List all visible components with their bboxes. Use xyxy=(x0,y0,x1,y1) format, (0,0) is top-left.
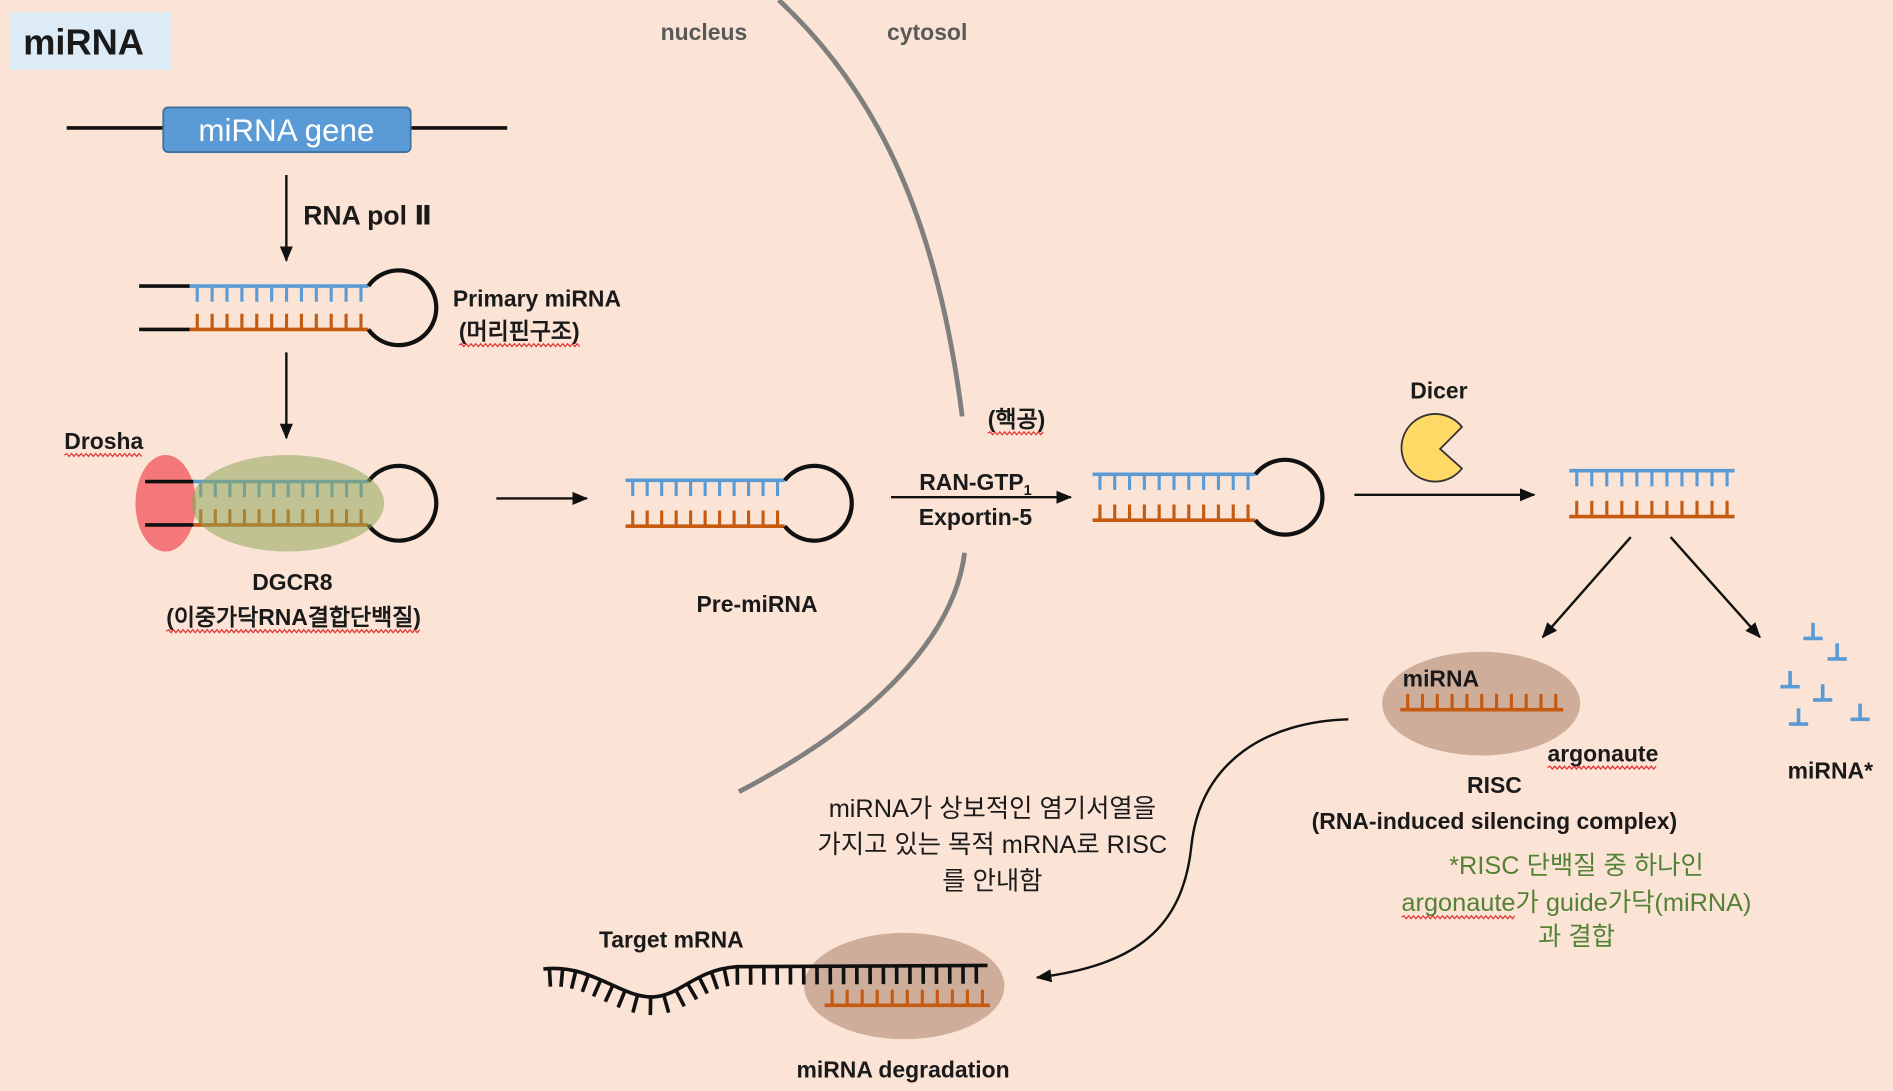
guidance-note-line2: 가지고 있는 목적 mRNA로 RISC xyxy=(818,831,1168,859)
dgcr8-protein xyxy=(191,454,385,552)
passenger-fragment xyxy=(1850,703,1870,722)
argonaute-note-term: argonaute xyxy=(1401,889,1515,917)
dgcr8-label: DGCR8 xyxy=(252,569,332,595)
degradation-label: miRNA degradation xyxy=(796,1057,1009,1083)
risc-mirna-label: miRNA xyxy=(1403,666,1479,692)
spellcheck-underline xyxy=(1401,914,1516,920)
nuclear-membrane-lower xyxy=(737,552,967,794)
passenger-strand-label: miRNA* xyxy=(1788,757,1873,783)
nuclear-pore-label: (핵공) xyxy=(988,406,1045,432)
primary-mirna-note: (머리핀구조) xyxy=(459,318,580,344)
target-mrna-base xyxy=(631,994,640,1014)
guidance-note-line3: 를 안내함 xyxy=(942,867,1042,895)
target-bound-guide-strand xyxy=(824,989,990,1008)
target-mrna-base xyxy=(559,968,565,988)
argonaute-note-rest: 가 guide가닥(miRNA) xyxy=(1516,889,1752,917)
rna-pol-label: RNA pol Ⅱ xyxy=(303,200,432,230)
ran-gtp-label: RAN-GTP1 xyxy=(919,469,1031,499)
pre-mirna-nucleus xyxy=(625,463,854,543)
spellcheck-underline xyxy=(63,452,142,458)
target-mrna-base xyxy=(603,984,615,1003)
dgcr8-note: (이중가닥RNA결합단백질) xyxy=(166,604,421,630)
spellcheck-underlines xyxy=(63,342,1657,920)
target-mrna-base xyxy=(709,971,720,990)
spellcheck-underline xyxy=(165,628,421,634)
risc-guide-strand xyxy=(1400,693,1564,712)
risc-full-name: (RNA-induced silencing complex) xyxy=(1312,808,1678,834)
dicer-label: Dicer xyxy=(1410,377,1467,403)
target-mrna-base xyxy=(547,968,553,987)
drosha-label: Drosha xyxy=(64,428,143,454)
argonaute-label: argonaute xyxy=(1548,741,1659,767)
pre-mirna-cytosol xyxy=(1092,457,1325,537)
target-mrna-base xyxy=(661,994,671,1014)
target-mrna-bases xyxy=(547,965,979,1016)
passenger-fragment xyxy=(1788,708,1809,726)
spellcheck-underline xyxy=(458,342,581,348)
argonaute-note-line1: *RISC 단백질 중 하나인 xyxy=(1449,852,1704,880)
hairpin-loop xyxy=(366,463,439,543)
target-mrna-base xyxy=(580,974,591,993)
target-mrna-base xyxy=(616,990,627,1009)
title-box: miRNA xyxy=(9,12,172,70)
hairpin-loop xyxy=(783,463,854,543)
ran-gtp-text: RAN-GTP xyxy=(919,469,1023,495)
passenger-fragment xyxy=(1803,622,1823,641)
target-mrna-base xyxy=(569,970,578,990)
primary-mirna-hairpin xyxy=(139,268,439,348)
guide-loading-arrow xyxy=(1541,536,1632,639)
target-mrna-base xyxy=(722,968,730,987)
spellcheck-underline xyxy=(1547,765,1657,770)
mirna-gene-label: miRNA gene xyxy=(198,113,374,148)
nuclear-membrane-upper xyxy=(777,0,965,417)
passenger-fragment xyxy=(1780,671,1800,689)
exportin-label: Exportin-5 xyxy=(919,504,1033,530)
passenger-strand-fragments xyxy=(1780,622,1870,726)
guidance-note-line1: miRNA가 상보적인 염기서열을 xyxy=(829,795,1156,823)
target-risc-protein xyxy=(804,932,1005,1040)
target-mrna-label: Target mRNA xyxy=(599,926,744,952)
mirna-gene-box xyxy=(162,106,412,153)
spellcheck-underline xyxy=(987,430,1044,436)
cytosol-label: cytosol xyxy=(887,19,967,45)
argonaute-note-line2: argonaute가 guide가닥(miRNA) xyxy=(1401,889,1751,917)
hairpin-loop xyxy=(366,268,439,348)
target-mrna-base xyxy=(591,979,603,998)
drosha-enzyme xyxy=(135,454,196,552)
nucleus-label: nucleus xyxy=(661,19,748,45)
title-box-background xyxy=(9,12,172,70)
passenger-fragment xyxy=(1813,684,1833,702)
passenger-release-arrow xyxy=(1669,536,1761,639)
mirna-duplex xyxy=(1569,468,1735,519)
hairpin-loop xyxy=(1253,457,1325,537)
pre-mirna-label: Pre-miRNA xyxy=(697,591,818,617)
targeting-arrow xyxy=(1035,718,1349,983)
target-mrna-base xyxy=(697,976,709,995)
ran-gtp-subscript: 1 xyxy=(1024,483,1032,499)
primary-mirna-label: Primary miRNA xyxy=(453,286,621,312)
page-title: miRNA xyxy=(23,21,144,62)
risc-label: RISC xyxy=(1467,772,1522,798)
target-mrna-base xyxy=(686,982,699,1001)
pacman-icon xyxy=(1400,413,1464,483)
target-mrna-base xyxy=(674,989,686,1008)
argonaute-note-line3: 과 결합 xyxy=(1538,923,1615,951)
passenger-fragment xyxy=(1827,643,1847,661)
